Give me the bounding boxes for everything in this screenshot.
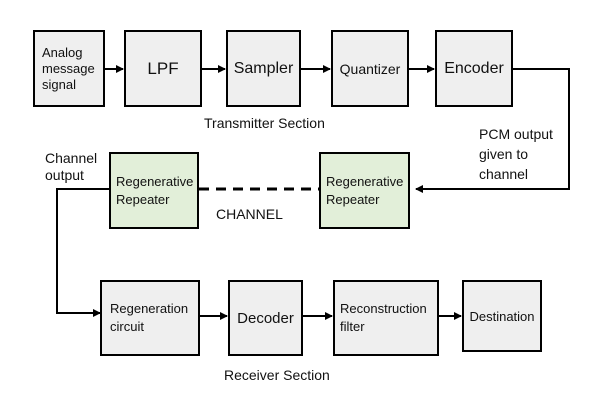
- channel-label: CHANNEL: [216, 206, 283, 222]
- reconstruction-filter-block: Reconstruction filter: [333, 280, 439, 356]
- pcm-output-label: PCM output given to channel: [479, 126, 553, 182]
- decoder-block: Decoder: [228, 280, 303, 356]
- analog-message-signal-block: Analog message signal: [33, 30, 105, 107]
- destination-block: Destination: [462, 280, 542, 352]
- quantizer-block: Quantizer: [331, 30, 409, 107]
- channel-output-label: Channel output: [45, 150, 98, 183]
- lpf-block: LPF: [124, 30, 202, 107]
- regenerative-repeater-left-block: Regenerative Repeater: [109, 152, 199, 229]
- arrow-encoder-to-channel: [415, 68, 570, 193]
- arrow-channel-output-to-regeneration: [56, 188, 109, 317]
- regenerative-repeater-right-block: Regenerative Repeater: [319, 152, 410, 229]
- regeneration-circuit-block: Regeneration circuit: [100, 280, 200, 356]
- receiver-section-label: Receiver Section: [224, 367, 330, 383]
- encoder-block: Encoder: [435, 30, 513, 107]
- sampler-block: Sampler: [226, 30, 301, 107]
- transmitter-section-label: Transmitter Section: [204, 115, 325, 131]
